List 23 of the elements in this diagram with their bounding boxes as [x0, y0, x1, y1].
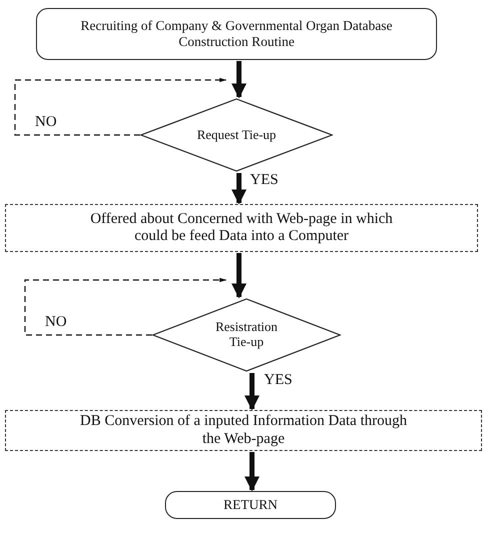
arrow	[24, 278, 227, 336]
arrow	[232, 173, 246, 204]
node-text: Resistration Tie-up	[214, 320, 279, 350]
terminator-box	[36, 8, 437, 60]
process-box	[5, 204, 478, 252]
edge-label: NO	[45, 314, 67, 331]
edge-label: YES	[250, 172, 278, 189]
arrow	[232, 61, 246, 98]
arrow	[244, 373, 260, 410]
arrow	[232, 253, 246, 298]
node-text: Offered about Concerned with Web-page in which could be feed Data into a Computer	[89, 210, 394, 246]
terminator-box	[165, 491, 336, 519]
arrow	[14, 78, 227, 136]
decision-diamond	[152, 298, 341, 372]
node-text: Recruiting of Company & Governmental Organ Database Construction Routine	[80, 18, 394, 50]
edge-label: YES	[264, 372, 292, 389]
edge-label: NO	[35, 114, 57, 131]
decision-diamond	[140, 98, 333, 172]
node-text: RETURN	[224, 497, 278, 513]
process-box	[5, 410, 482, 451]
node-text: Request Tie-up	[196, 128, 276, 142]
arrow	[244, 452, 260, 492]
node-text: DB Conversion of a inputed Information Data through the Web-page	[78, 413, 408, 448]
